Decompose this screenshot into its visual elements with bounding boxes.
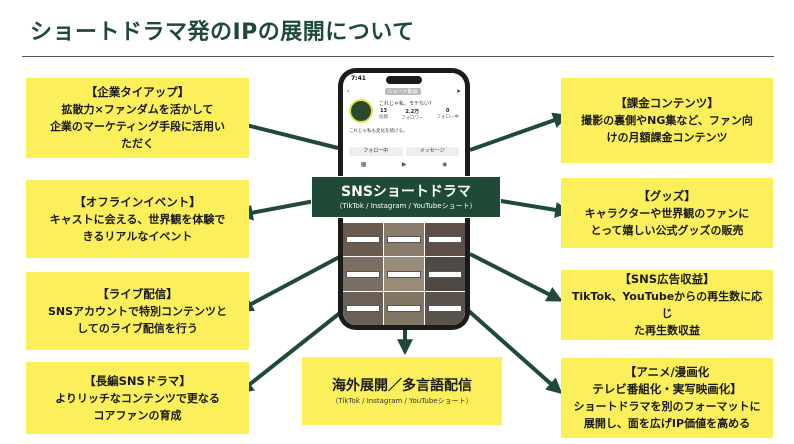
bottom-sub: （TikTok / Instagram / YouTubeショート） [331,396,473,405]
phone-notch [386,76,422,84]
video-thumbnail[interactable] [343,257,383,291]
box-line: ただく [121,137,154,150]
bottom-main: 海外展開／多言語配信 [332,377,472,394]
arrow-to-offline-event [236,198,321,221]
box-line: 企業のマーケティング手段に活用い [49,120,226,133]
arrow-to-anime [460,303,563,395]
arrow-to-ad-revenue [469,252,563,302]
box-line: とって嬉しい公式グッズの販売 [590,223,744,237]
box-line: けの月額課金コンテンツ [606,131,728,144]
reels-icon[interactable]: ▶ [401,161,407,168]
box-heading: 【オフラインイベント】 [74,194,201,209]
box-heading: 【長編SNSドラマ】 [84,373,191,388]
box-line: た再生数収益 [634,324,700,337]
box-heading: 【アニメ/漫画化 [624,365,710,379]
video-thumbnail[interactable] [384,291,424,325]
box-paid-content: 【課金コンテンツ】 撮影の裏側やNG集など、ファン向 けの月額課金コンテンツ [561,78,773,163]
box-line: よりリッチなコンテンツで更なる [55,391,220,405]
center-sub: （TikTok / Instagram / YouTubeショート） [335,201,477,210]
box-offline-event: 【オフラインイベント】 キャストに会える、世界観を体験で きるリアルなイベント [26,180,249,258]
back-icon[interactable]: ‹ [347,87,350,95]
box-line: してのライブ配信を行う [77,321,198,335]
box-line: 展開し、面を広げIP価値を高める [583,417,751,430]
stat-followers: 2.2万フォロワー [401,109,424,121]
box-heading: 【ライブ配信】 [97,286,178,301]
send-icon[interactable]: ➤ [455,87,461,95]
arrow-to-paid-content [469,112,570,152]
profile-bio: これじゃ私も変化を続ける。 [349,129,408,134]
box-line: コアファンの育成 [93,408,182,422]
title-divider [22,56,774,57]
profile-nav: ‹ ショート動画 ➤ [347,86,461,96]
video-thumbnail[interactable] [343,291,383,325]
video-thumbnail[interactable] [425,257,465,291]
video-thumbnail[interactable] [384,257,424,291]
box-live: 【ライブ配信】 SNSアカウントで特別コンテンツと してのライブ配信を行う [26,272,249,350]
box-goods: 【グッズ】 キャラクターや世界観のファンに とって嬉しい公式グッズの販売 [561,178,773,248]
video-thumbnail[interactable] [425,223,465,257]
video-thumbnail[interactable] [384,223,424,257]
box-line: きるリアルなイベント [82,229,193,243]
box-line: 拡散力×ファンダムを活かして [61,103,214,116]
box-line: キャラクターや世界観のファンに [584,206,750,220]
box-line: キャストに会える、世界観を体験で [49,212,226,226]
video-thumbnail[interactable] [425,291,465,325]
box-line: ショートドラマを別のフォーマットに [573,400,761,413]
box-line: 撮影の裏側やNG集など、ファン向 [581,114,753,127]
box-heading: 【課金コンテンツ】 [615,96,719,110]
box-line: SNSアカウントで特別コンテンツと [47,304,228,318]
box-ad-revenue: 【SNS広告収益】 TikTok、YouTubeからの再生数に応じ た再生数収益 [561,270,773,340]
arrow-to-long-drama [237,303,352,394]
center-label: SNSショートドラマ （TikTok / Instagram / YouTube… [311,176,501,218]
message-button[interactable]: メッセージ [405,147,459,156]
box-long-drama: 【長編SNSドラマ】 よりリッチなコンテンツで更なる コアファンの育成 [26,362,249,434]
box-heading: 【SNS広告収益】 [619,272,715,286]
arrow-to-live [237,252,346,312]
center-main: SNSショートドラマ [341,183,471,200]
arrow-to-goods [494,198,572,218]
profile-name: これじゃ私、モテない？ [379,101,435,107]
box-overseas: 海外展開／多言語配信 （TikTok / Instagram / YouTube… [302,357,502,425]
box-heading: テレビ番組化・実写映画化】 [592,382,742,396]
box-tieup: 【企業タイアップ】 拡散力×ファンダムを活かして 企業のマーケティング手段に活用… [26,78,249,158]
video-grid [343,223,465,325]
status-time: 7:41 [351,75,366,82]
page-title: ショートドラマ発のIPの展開について [30,20,415,45]
box-line: TikTok、YouTubeからの再生数に応じ [571,290,763,320]
video-thumbnail[interactable] [343,223,383,257]
follow-button[interactable]: フォロー中 [349,147,403,156]
profile-tabs: ▦ ▶ ◉ [343,161,465,171]
grid-icon[interactable]: ▦ [360,161,367,168]
arrow-to-tieup [230,117,339,150]
box-anime: 【アニメ/漫画化 テレビ番組化・実写映画化】 ショートドラマを別のフォーマットに… [561,358,773,438]
tagged-icon[interactable]: ◉ [442,161,448,168]
profile-buttons: フォロー中 メッセージ [349,147,459,156]
header-label: ショート動画 [384,87,421,95]
box-heading: 【企業タイアップ】 [85,85,190,99]
box-heading: 【グッズ】 [638,188,696,203]
avatar [349,99,373,123]
